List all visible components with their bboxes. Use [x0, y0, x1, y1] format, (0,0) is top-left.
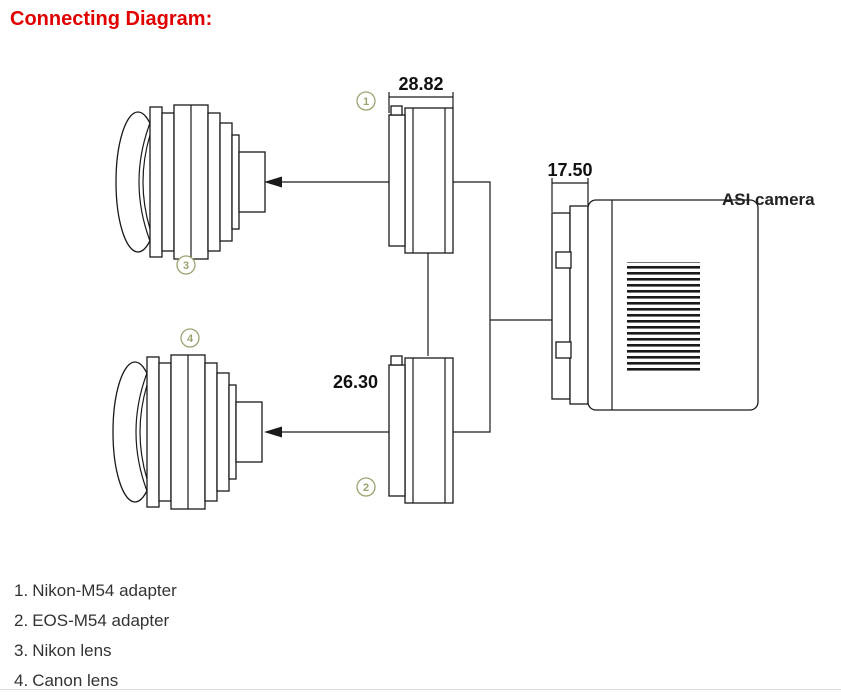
- svg-text:4: 4: [187, 333, 194, 345]
- legend-item-eos-m54-adapter: 2.EOS-M54 adapter: [14, 606, 177, 636]
- dimension-camera-flange: 17.50: [547, 160, 593, 212]
- marker-2-adapter: 2: [356, 477, 376, 497]
- legend-number: 4.: [14, 671, 29, 690]
- legend-number: 3.: [14, 641, 29, 660]
- legend-label: Nikon lens: [32, 641, 112, 660]
- arrow-adapter2-to-canon-lens: [264, 426, 389, 438]
- dimension-adapter1-width: 28.82: [388, 74, 454, 113]
- heatsink-fins: [627, 262, 700, 372]
- legend-label: Nikon-M54 adapter: [32, 581, 177, 600]
- legend-label: EOS-M54 adapter: [32, 611, 170, 630]
- camera-connector-lines: [453, 181, 552, 433]
- page-title: Connecting Diagram:: [10, 8, 213, 30]
- marker-4-lens: 4: [180, 328, 200, 348]
- bottom-divider: [0, 689, 841, 690]
- arrow-adapter1-to-nikon-lens: [264, 176, 389, 188]
- marker-3-lens: 3: [176, 255, 196, 275]
- legend-item-canon-lens: 4.Canon lens: [14, 666, 177, 696]
- legend-item-nikon-lens: 3.Nikon lens: [14, 636, 177, 666]
- marker-1-adapter: 1: [356, 91, 376, 111]
- connecting-diagram: 28.82 17.50 26.30 ASI camera 1 2 3 4: [112, 74, 815, 510]
- legend-item-nikon-m54-adapter: 1.Nikon-M54 adapter: [14, 576, 177, 606]
- canon-lens: [112, 354, 263, 510]
- legend-number: 2.: [14, 611, 29, 630]
- svg-text:2: 2: [363, 482, 369, 494]
- svg-text:3: 3: [183, 260, 189, 272]
- legend-number: 1.: [14, 581, 29, 600]
- legend-label: Canon lens: [32, 671, 119, 690]
- dimension-adapter1-value: 28.82: [398, 74, 443, 94]
- svg-text:1: 1: [363, 96, 369, 108]
- asi-camera-label: ASI camera: [722, 190, 815, 209]
- eos-m54-adapter: [388, 355, 454, 504]
- dimension-adapter2-value: 26.30: [333, 372, 378, 392]
- legend: 1.Nikon-M54 adapter 2.EOS-M54 adapter 3.…: [14, 576, 177, 696]
- nikon-m54-adapter: [388, 105, 454, 254]
- nikon-lens: [115, 104, 266, 260]
- dimension-camera-value: 17.50: [547, 160, 592, 180]
- asi-camera-body: [551, 199, 759, 411]
